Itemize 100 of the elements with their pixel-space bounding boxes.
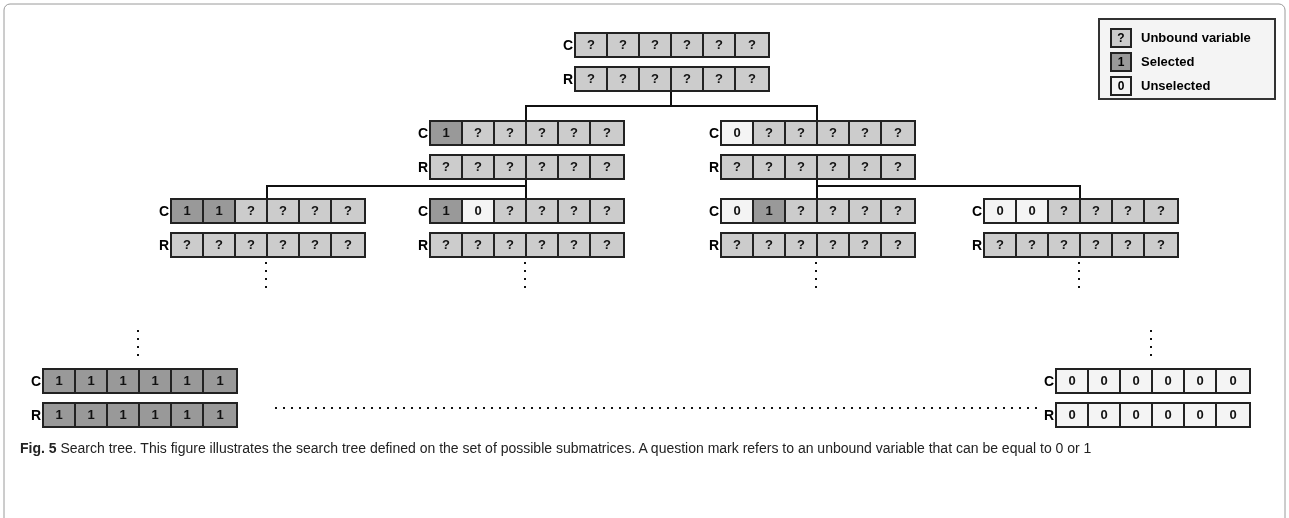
figure-caption: Fig. 5 Search tree. This figure illustrates the search tree defined on the set of possible submatrices. A question mark refers to an unbound variable that can be equal to 0 or 1: [20, 439, 1093, 458]
matrix-cell: 1: [204, 370, 236, 392]
matrix-cell: 1: [44, 370, 76, 392]
matrix-cell: ?: [300, 234, 332, 256]
legend-label: Unselected: [1141, 77, 1211, 95]
row-label: R: [971, 236, 982, 254]
matrix-cell: ?: [704, 68, 736, 90]
matrix-cell: ?: [527, 234, 559, 256]
row-label: R: [1043, 406, 1054, 424]
matrix-cell: ?: [559, 234, 591, 256]
matrix-cell: ?: [204, 234, 236, 256]
matrix-cell: 0: [463, 200, 495, 222]
matrix-cell: 1: [431, 200, 463, 222]
tree-branch-line: [816, 179, 1081, 199]
row-label: R: [158, 236, 169, 254]
matrix-cell: ?: [495, 122, 527, 144]
matrix-cell: 0: [1153, 370, 1185, 392]
matrix-cell: 1: [140, 404, 172, 426]
matrix-cell: ?: [463, 156, 495, 178]
matrix-cell: ?: [640, 68, 672, 90]
matrix-cell: ?: [672, 68, 704, 90]
matrix-cell: ?: [818, 234, 850, 256]
matrix-cell: ?: [850, 122, 882, 144]
matrix-cell: 0: [1089, 404, 1121, 426]
matrix-cell: ?: [882, 122, 914, 144]
matrix-cell: ?: [754, 234, 786, 256]
matrix-cell: 1: [204, 200, 236, 222]
matrix-cell: ?: [1017, 234, 1049, 256]
row-label: R: [708, 236, 719, 254]
matrix-cell: ?: [754, 156, 786, 178]
matrix-cell: ?: [431, 234, 463, 256]
row-label: C: [417, 124, 428, 142]
matrix-cell: ?: [527, 122, 559, 144]
matrix-cell: ?: [786, 156, 818, 178]
matrix-cell: ?: [591, 200, 623, 222]
matrix-cell: 1: [76, 370, 108, 392]
matrix-cell: 0: [722, 122, 754, 144]
row-label: C: [417, 202, 428, 220]
matrix-cell: ?: [527, 156, 559, 178]
matrix-cell: ?: [1081, 234, 1113, 256]
tree-branch-line: [525, 179, 527, 199]
matrix-cell: ?: [850, 156, 882, 178]
matrix-cell: ?: [608, 68, 640, 90]
matrix-cell: ?: [818, 200, 850, 222]
matrix-cell: ?: [882, 200, 914, 222]
matrix-cell: ?: [463, 122, 495, 144]
row-label: R: [562, 70, 573, 88]
matrix-cell: ?: [591, 234, 623, 256]
matrix-cell: ?: [722, 156, 754, 178]
matrix-cell: 0: [1153, 404, 1185, 426]
matrix-cell: ?: [463, 234, 495, 256]
legend-label: Selected: [1141, 53, 1195, 71]
legend-swatch: 0: [1110, 76, 1132, 96]
matrix-cell: 1: [108, 404, 140, 426]
matrix-cell: ?: [1081, 200, 1113, 222]
matrix-cell: ?: [591, 156, 623, 178]
legend-swatch: ?: [1110, 28, 1132, 48]
row-label: R: [708, 158, 719, 176]
matrix-cell: 0: [1017, 200, 1049, 222]
row-label: C: [158, 202, 169, 220]
matrix-cell: 1: [204, 404, 236, 426]
matrix-cell: 0: [722, 200, 754, 222]
matrix-cell: ?: [268, 200, 300, 222]
matrix-cell: 0: [1089, 370, 1121, 392]
matrix-cell: ?: [1113, 234, 1145, 256]
matrix-cell: 1: [172, 200, 204, 222]
matrix-cell: ?: [704, 34, 736, 56]
matrix-cell: 0: [1185, 370, 1217, 392]
matrix-cell: ?: [786, 200, 818, 222]
row-label: C: [971, 202, 982, 220]
matrix-cell: ?: [576, 34, 608, 56]
matrix-cell: ?: [818, 122, 850, 144]
matrix-cell: ?: [818, 156, 850, 178]
matrix-cell: ?: [722, 234, 754, 256]
matrix-cell: ?: [431, 156, 463, 178]
row-label: C: [30, 372, 41, 390]
matrix-cell: 0: [1121, 370, 1153, 392]
matrix-cell: ?: [850, 200, 882, 222]
matrix-cell: 0: [1121, 404, 1153, 426]
matrix-cell: ?: [736, 68, 768, 90]
matrix-cell: ?: [736, 34, 768, 56]
matrix-cell: ?: [495, 200, 527, 222]
matrix-cell: ?: [332, 234, 364, 256]
matrix-cell: ?: [850, 234, 882, 256]
matrix-cell: ?: [640, 34, 672, 56]
matrix-cell: ?: [1145, 234, 1177, 256]
matrix-cell: 0: [1217, 370, 1249, 392]
row-label: C: [708, 124, 719, 142]
matrix-cell: 0: [1057, 370, 1089, 392]
matrix-cell: ?: [985, 234, 1017, 256]
matrix-cell: ?: [495, 156, 527, 178]
matrix-cell: ?: [591, 122, 623, 144]
matrix-cell: ?: [559, 200, 591, 222]
matrix-cell: 0: [985, 200, 1017, 222]
matrix-cell: ?: [236, 200, 268, 222]
matrix-cell: ?: [559, 122, 591, 144]
matrix-cell: 1: [172, 404, 204, 426]
matrix-cell: ?: [1113, 200, 1145, 222]
row-label: C: [562, 36, 573, 54]
row-label: R: [417, 158, 428, 176]
